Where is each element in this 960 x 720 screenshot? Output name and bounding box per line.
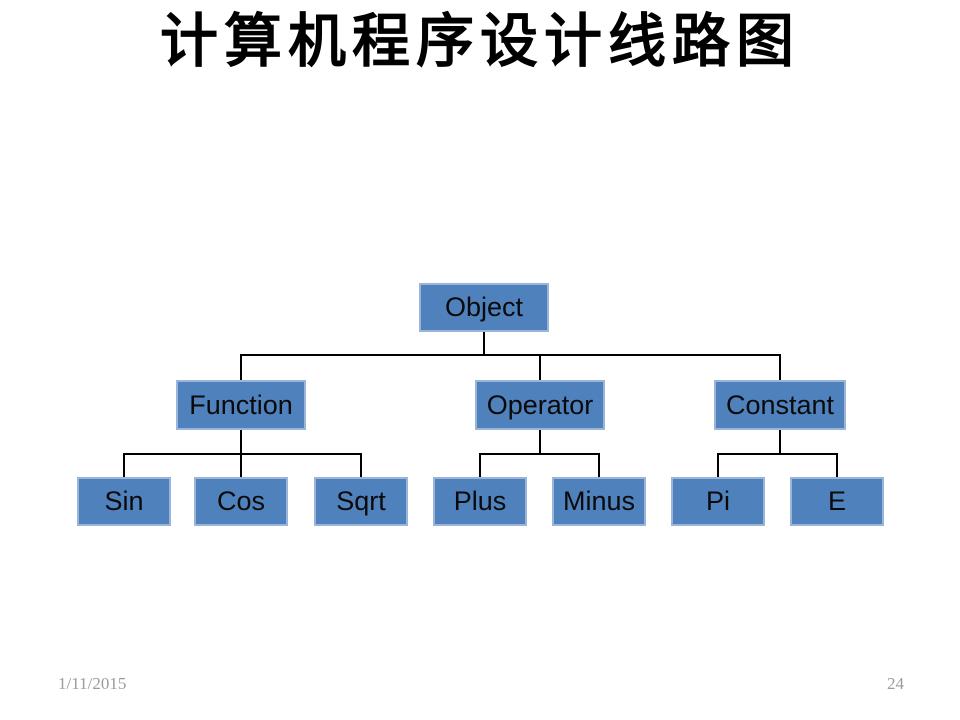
node-pi: Pi bbox=[671, 477, 765, 526]
node-sqrt: Sqrt bbox=[314, 477, 408, 526]
connector-constant-descender bbox=[779, 430, 781, 455]
connector-operator-descender bbox=[539, 430, 541, 455]
connector-stub-sin bbox=[123, 453, 125, 477]
node-function: Function bbox=[176, 380, 306, 430]
node-object: Object bbox=[419, 283, 549, 332]
connector-stub-operator bbox=[539, 354, 541, 380]
connector-level1-bus bbox=[241, 354, 781, 356]
slide-title: 计算机程序设计线路图 bbox=[159, 9, 800, 74]
node-operator: Operator bbox=[475, 380, 605, 430]
connector-stub-minus bbox=[598, 453, 600, 477]
connector-function-bus bbox=[123, 453, 362, 455]
connector-constant-bus bbox=[717, 453, 838, 455]
connector-stub-function bbox=[240, 354, 242, 380]
node-sin: Sin bbox=[77, 477, 171, 526]
connector-root-descender bbox=[483, 332, 485, 356]
node-minus: Minus bbox=[552, 477, 646, 526]
connector-stub-sqrt bbox=[360, 453, 362, 477]
node-constant: Constant bbox=[714, 380, 846, 430]
node-plus: Plus bbox=[433, 477, 527, 526]
connector-stub-e bbox=[836, 453, 838, 477]
connector-stub-constant bbox=[779, 354, 781, 380]
connector-stub-pi bbox=[717, 453, 719, 477]
connector-stub-cos bbox=[240, 453, 242, 477]
node-e: E bbox=[790, 477, 884, 526]
connector-function-descender bbox=[240, 430, 242, 455]
footer-page-number: 24 bbox=[887, 674, 904, 693]
connector-operator-bus bbox=[479, 453, 600, 455]
node-cos: Cos bbox=[194, 477, 288, 526]
footer-date: 1/11/2015 bbox=[58, 674, 127, 693]
connector-stub-plus bbox=[479, 453, 481, 477]
